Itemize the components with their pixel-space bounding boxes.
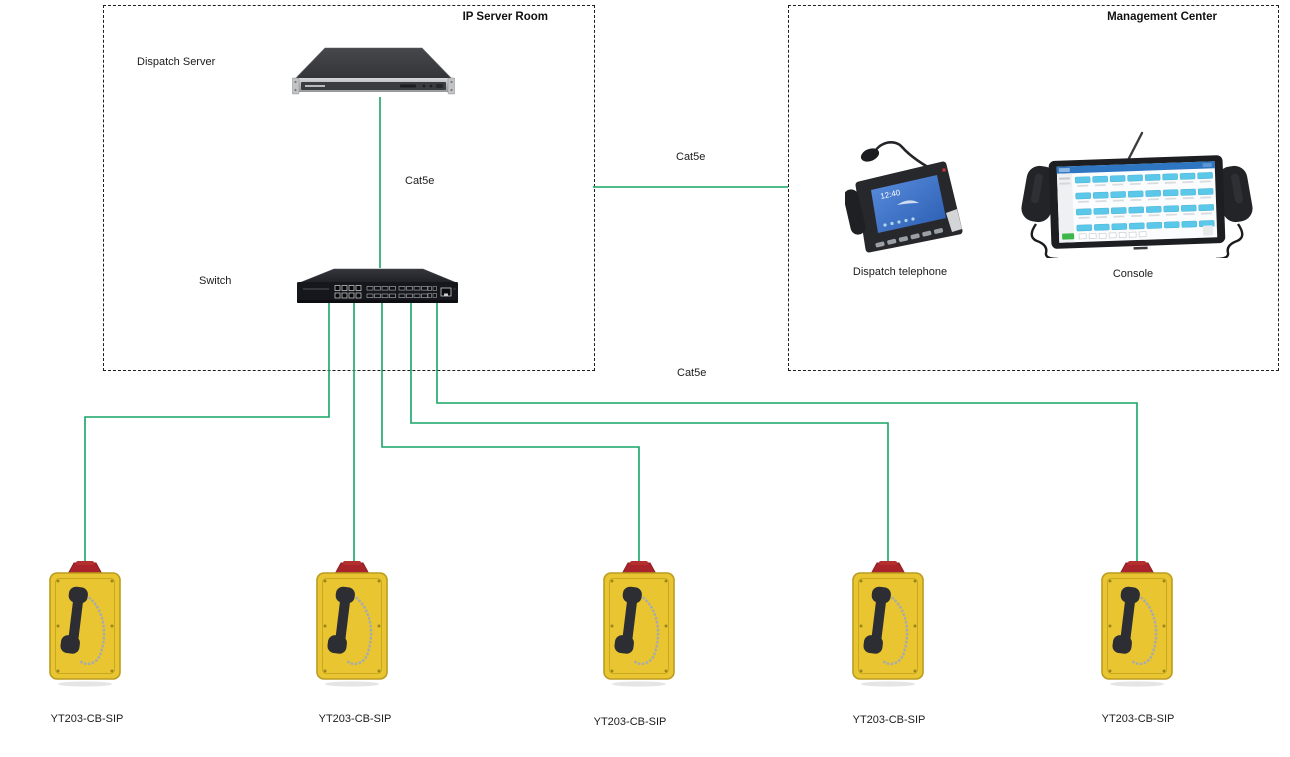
screen-clock: 12:40 [880, 188, 902, 201]
switch-rj45-ports [334, 285, 362, 299]
server-room-title: IP Server Room [462, 11, 548, 23]
outdoor-phone-3 [599, 560, 679, 688]
console-titlebar [1056, 161, 1215, 174]
switch-label: Switch [199, 275, 232, 287]
console-corner-icon [1202, 225, 1214, 236]
console-left-handset [1021, 165, 1059, 258]
telephone-handset [845, 189, 866, 235]
switch-top-panel [298, 268, 458, 284]
telephone-kickstand [946, 209, 962, 232]
server-left-ear [292, 77, 300, 95]
switch-image [295, 268, 460, 305]
phone-label-1: YT203-CB-SIP [50, 713, 124, 725]
dispatch-server-label: Dispatch Server [137, 56, 216, 68]
switch-front-panel [297, 282, 458, 303]
server-right-ear [447, 77, 455, 95]
server-top-panel [294, 47, 453, 80]
phone-label-3: YT203-CB-SIP [593, 716, 667, 728]
console-right-handset [1215, 165, 1253, 258]
phone-label-5: YT203-CB-SIP [1101, 713, 1175, 725]
switch-sfp-ports-1 [366, 286, 396, 298]
outdoor-phone-4 [848, 560, 928, 688]
cat5e-label-field: Cat5e [677, 367, 707, 379]
outdoor-phone-1 [45, 560, 125, 688]
screen-wallpaper-bird [897, 200, 919, 205]
outdoor-phone-5 [1097, 560, 1177, 688]
status-led [942, 168, 946, 172]
console-label: Console [1112, 268, 1154, 280]
telephone-keys [875, 228, 944, 248]
dispatch-server-image [292, 45, 455, 97]
switch-sfp-ports-2 [398, 286, 428, 298]
server-faceplate [301, 82, 446, 90]
left-handset-cord [1030, 223, 1059, 258]
dispatch-telephone-image: 12:40 [845, 133, 969, 257]
cat5e-label-backbone: Cat5e [676, 151, 706, 163]
gooseneck-mic-capsule [860, 148, 880, 162]
management-center-title: Management Center [1107, 11, 1217, 23]
console-image [1012, 130, 1262, 258]
right-handset-cord [1215, 223, 1244, 258]
phone-label-4: YT203-CB-SIP [852, 714, 926, 726]
console-button-grid [1074, 172, 1215, 232]
phone-label-2: YT203-CB-SIP [318, 713, 392, 725]
telephone-screen [871, 175, 946, 233]
switch-mgmt-ports [427, 286, 437, 298]
dispatch-telephone-label: Dispatch telephone [852, 266, 948, 278]
console-sidebar [1056, 173, 1075, 243]
outdoor-phone-2 [312, 560, 392, 688]
server-room-box: IP Server Room [103, 5, 595, 371]
console-call-button [1062, 233, 1075, 240]
cat5e-label-server-switch: Cat5e [405, 175, 435, 187]
